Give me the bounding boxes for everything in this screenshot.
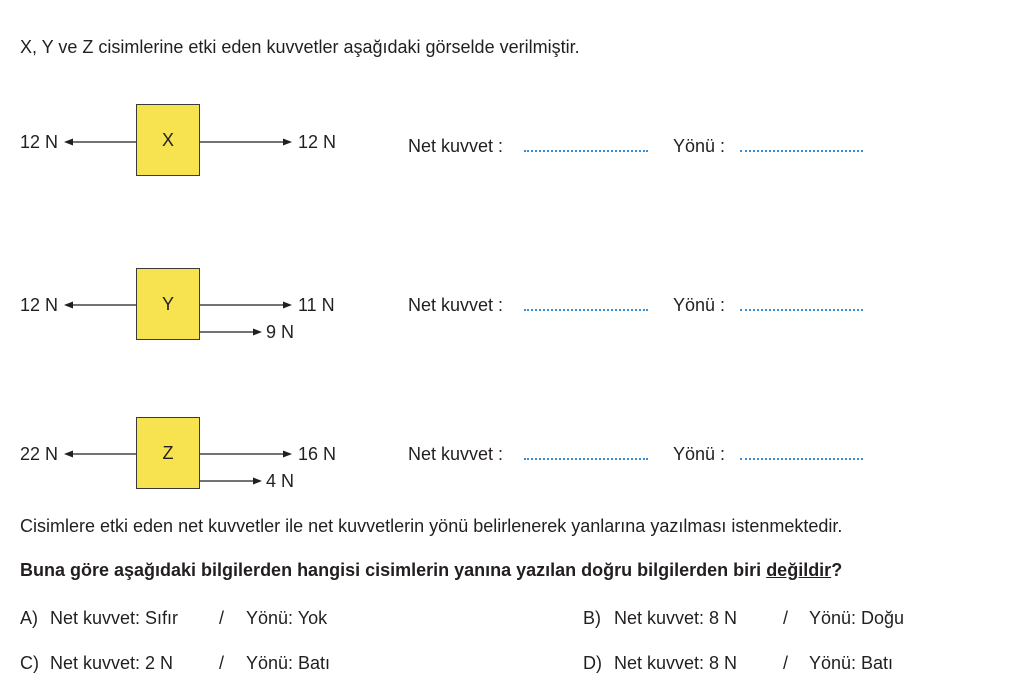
z-left-force-label: 22 N — [20, 444, 59, 464]
x-net-label: Net kuvvet : — [408, 136, 504, 156]
question-suffix: ? — [831, 560, 843, 580]
intro-text: X, Y ve Z cisimlerine etki eden kuvvetle… — [20, 37, 580, 57]
y-right-force-label-1: 11 N — [298, 295, 335, 315]
y-left-arrow — [64, 301, 136, 309]
z-direction-answer-line[interactable] — [740, 458, 863, 460]
x-net-answer-line[interactable] — [524, 150, 648, 152]
y-net-label: Net kuvvet : — [408, 295, 504, 315]
z-net-label: Net kuvvet : — [408, 444, 504, 464]
y-object-label: Y — [161, 293, 174, 314]
z-right-arrow-1 — [200, 450, 292, 458]
x-direction-answer-line[interactable] — [740, 150, 863, 152]
z-left-arrow — [64, 450, 136, 458]
option-c-direction: Yönü: Batı — [246, 653, 331, 673]
option-a-letter: A) — [20, 608, 38, 628]
option-d-net: Net kuvvet: 8 N — [614, 653, 738, 673]
z-direction-label: Yönü : — [673, 444, 726, 464]
option-d-direction: Yönü: Batı — [809, 653, 894, 673]
question-emphasis: değildir — [766, 560, 832, 580]
option-b-net: Net kuvvet: 8 N — [614, 608, 738, 628]
y-right-force-label-2: 9 N — [266, 322, 295, 342]
instruction-text: Cisimlere etki eden net kuvvetler ile ne… — [20, 516, 843, 536]
x-object-label: X — [161, 129, 174, 150]
z-object-label: Z — [162, 442, 174, 463]
question-prefix: Buna göre aşağıdaki bilgilerden hangisi … — [20, 560, 767, 580]
x-right-force-label: 12 N — [298, 132, 337, 152]
y-net-answer-line[interactable] — [524, 309, 648, 311]
y-direction-label: Yönü : — [673, 295, 726, 315]
z-right-force-label-2: 4 N — [266, 471, 295, 491]
option-d-separator: / — [783, 653, 789, 673]
x-left-force-label: 12 N — [20, 132, 59, 152]
y-direction-answer-line[interactable] — [740, 309, 863, 311]
option-d-letter: D) — [583, 653, 602, 673]
option-b-direction: Yönü: Doğu — [809, 608, 905, 628]
option-b-separator: / — [783, 608, 789, 628]
question-text: Buna göre aşağıdaki bilgilerden hangisi … — [20, 560, 842, 580]
option-c-net: Net kuvvet: 2 N — [50, 653, 174, 673]
x-right-arrow — [200, 138, 292, 146]
x-left-arrow — [64, 138, 136, 146]
option-c-letter: C) — [20, 653, 39, 673]
z-right-force-label-1: 16 N — [298, 444, 337, 464]
option-a-separator: / — [219, 608, 225, 628]
option-b-letter: B) — [583, 608, 601, 628]
y-right-arrow-2 — [200, 328, 262, 336]
y-right-arrow-1 — [200, 301, 292, 309]
z-net-answer-line[interactable] — [524, 458, 648, 460]
option-c-separator: / — [219, 653, 225, 673]
option-a-direction: Yönü: Yok — [246, 608, 328, 628]
y-object-box: Y — [136, 268, 200, 340]
z-object-box: Z — [136, 417, 200, 489]
y-left-force-label: 12 N — [20, 295, 59, 315]
option-a-net: Net kuvvet: Sıfır — [50, 608, 179, 628]
x-direction-label: Yönü : — [673, 136, 726, 156]
z-right-arrow-2 — [200, 477, 262, 485]
x-object-box: X — [136, 104, 200, 176]
